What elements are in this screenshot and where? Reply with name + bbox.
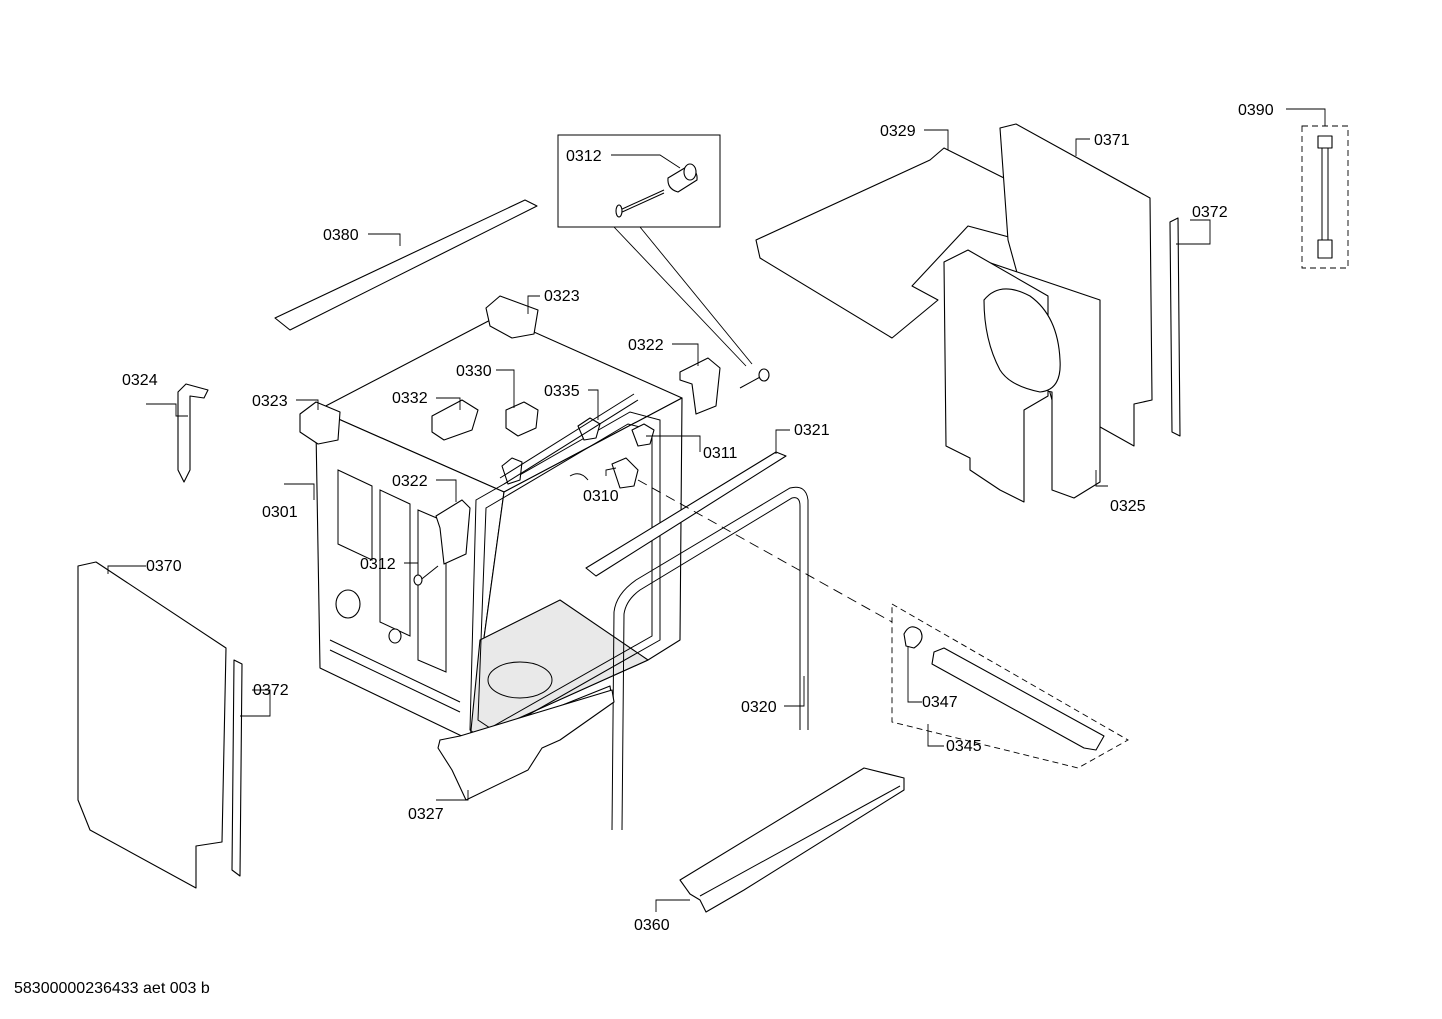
label-0324: 0324 — [122, 372, 158, 389]
leader-0312-mid — [404, 562, 419, 572]
leader-0310 — [605, 467, 617, 476]
top-panel-0329 — [755, 147, 1081, 339]
leader-0371 — [1075, 138, 1090, 156]
label-0322-mid: 0322 — [392, 473, 428, 490]
label-0311: 0311 — [703, 445, 738, 462]
leader-0312-detail — [611, 154, 681, 169]
leader-0321 — [775, 429, 790, 454]
label-0347: 0347 — [922, 694, 958, 711]
label-0312-detail: 0312 — [566, 148, 602, 165]
label-0332: 0332 — [392, 390, 428, 407]
strip-0372-right — [1169, 217, 1181, 437]
gasket-0320 — [611, 486, 809, 831]
leader-0332 — [436, 397, 461, 410]
tub-frame — [315, 315, 683, 757]
label-0371: 0371 — [1094, 132, 1130, 149]
label-0345: 0345 — [946, 738, 982, 755]
hinge-0310 — [611, 457, 639, 489]
rail-0345 — [931, 647, 1105, 751]
screw-0312-top — [739, 375, 763, 389]
label-0321: 0321 — [794, 422, 830, 439]
label-0370: 0370 — [146, 558, 182, 575]
leader-0329 — [924, 129, 949, 150]
leader-0323-top — [527, 295, 540, 314]
leader-0372-left — [240, 689, 271, 717]
side-panel-0370 — [77, 561, 227, 889]
leader-0360 — [655, 899, 690, 912]
leader-0325 — [1095, 470, 1108, 487]
hinge-bar-0324 — [177, 383, 209, 483]
seal-0321 — [585, 451, 787, 577]
leader-0320 — [784, 676, 805, 707]
leader-0330 — [496, 369, 515, 408]
leader-0301 — [284, 483, 315, 500]
leader-0372-right — [1176, 219, 1211, 245]
channel-0360 — [679, 767, 905, 913]
leader-0322-mid — [436, 479, 457, 502]
label-0323-left: 0323 — [252, 393, 288, 410]
group-0345 — [891, 603, 1129, 769]
bracket-0322-mid — [435, 499, 471, 565]
label-0322-top: 0322 — [628, 337, 664, 354]
latch-0332 — [431, 399, 479, 441]
leader-0311 — [646, 435, 701, 452]
detail-inset-0312 — [557, 134, 753, 367]
label-0380: 0380 — [323, 227, 359, 244]
label-0325: 0325 — [1110, 498, 1146, 515]
top-strip-0380 — [274, 199, 538, 331]
clip-0347 — [903, 626, 923, 649]
label-0360: 0360 — [634, 917, 670, 934]
label-0312-mid: 0312 — [360, 556, 396, 573]
top-rail-0335 — [499, 393, 635, 479]
bracket-0323-top — [485, 295, 539, 339]
plinth-0327 — [437, 689, 615, 801]
leader-0390 — [1286, 108, 1326, 126]
label-0323-top: 0323 — [544, 288, 580, 305]
strip-0372-left — [231, 659, 243, 877]
leader-0327 — [436, 790, 469, 801]
label-0327: 0327 — [408, 806, 444, 823]
leader-0345 — [927, 724, 944, 747]
label-0390: 0390 — [1238, 102, 1274, 119]
latch-0330 — [505, 401, 539, 437]
leader-0322-top — [672, 343, 699, 366]
label-0310: 0310 — [583, 488, 619, 505]
label-0372-left: 0372 — [253, 682, 289, 699]
leader-0324 — [146, 403, 188, 417]
drawing-code: 58300000236433 aet 003 b — [14, 980, 210, 997]
label-0335: 0335 — [544, 383, 580, 400]
leader-0370 — [107, 565, 146, 574]
bracket-0323-left — [299, 401, 341, 445]
bracket-0322-top — [679, 357, 721, 415]
hinge-0311 — [631, 423, 655, 447]
leader-0380 — [368, 233, 401, 246]
leader-0335 — [588, 389, 599, 420]
leader-0347 — [907, 646, 922, 703]
label-0301: 0301 — [262, 504, 298, 521]
label-0330: 0330 — [456, 363, 492, 380]
label-0372-right: 0372 — [1192, 204, 1228, 221]
leader-0323-left — [296, 399, 319, 410]
label-0320: 0320 — [741, 699, 777, 716]
label-0329: 0329 — [880, 123, 916, 140]
